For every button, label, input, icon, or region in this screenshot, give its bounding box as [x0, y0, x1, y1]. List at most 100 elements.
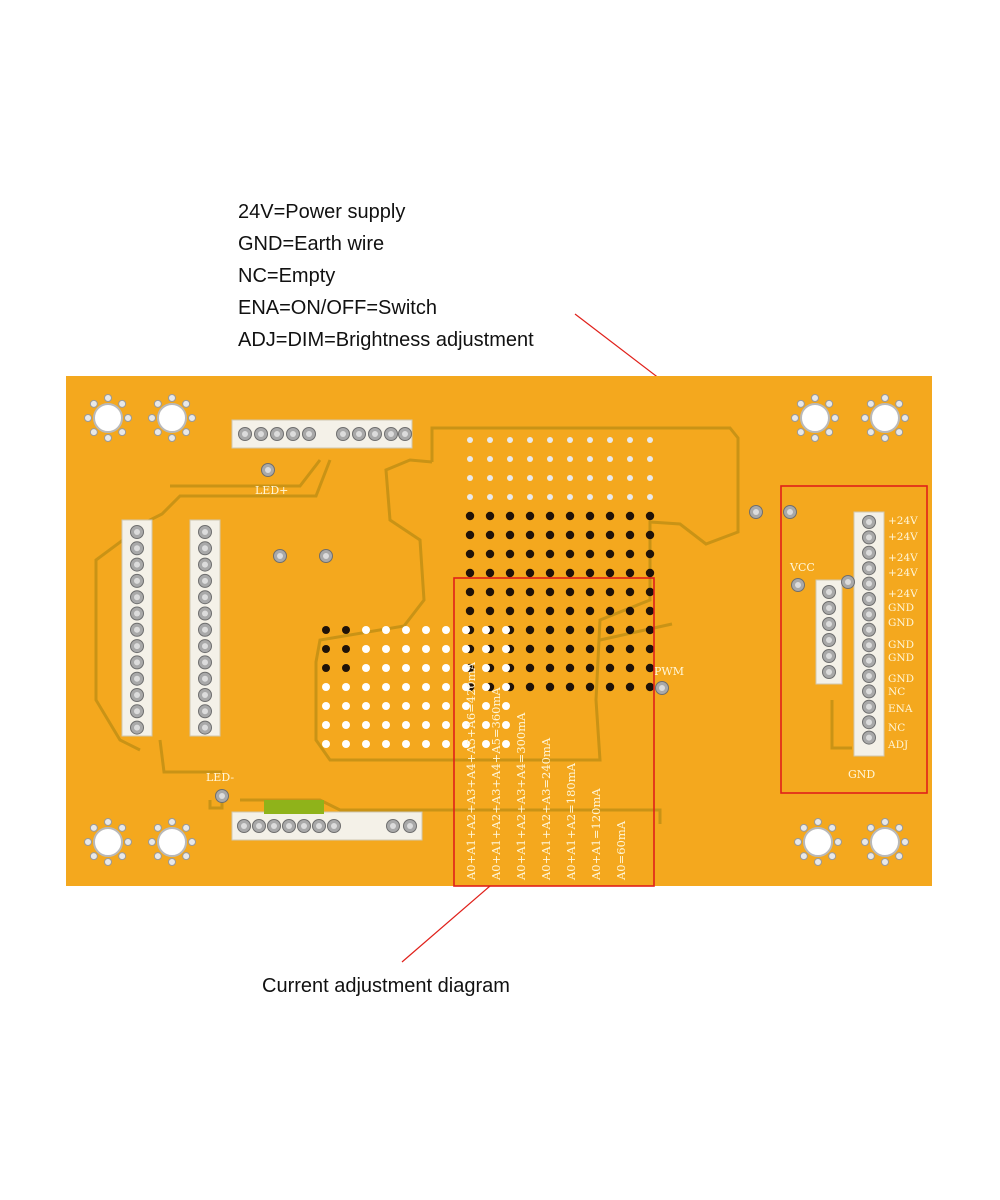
mounting-via — [118, 823, 127, 832]
mounting-via — [124, 414, 132, 422]
via-hole — [465, 568, 475, 578]
via-hole — [547, 494, 553, 500]
via-hole — [525, 568, 535, 578]
mounting-via — [84, 838, 92, 846]
via-hole — [442, 721, 450, 729]
pin-label: NC — [888, 722, 905, 734]
via-hole — [645, 549, 655, 559]
mounting-via — [148, 414, 156, 422]
via-hole — [322, 740, 330, 748]
green-pad — [264, 800, 324, 814]
via-hole — [442, 740, 450, 748]
mounting-via — [168, 434, 176, 442]
via-hole — [645, 663, 655, 673]
mounting-via — [188, 838, 196, 846]
header-pin-center — [866, 519, 872, 525]
via-hole — [645, 530, 655, 540]
current-table-highlight — [453, 577, 655, 887]
via-hole — [625, 606, 635, 616]
header-pin-center — [356, 431, 362, 437]
mounting-hole — [157, 403, 187, 433]
via-hole — [382, 626, 390, 634]
pin-label: GND — [888, 602, 914, 614]
legend: 24V=Power supply GND=Earth wire NC=Empty… — [238, 196, 534, 356]
mounting-via — [825, 428, 834, 437]
via-hole — [505, 568, 515, 578]
via-hole — [382, 683, 390, 691]
header-pin-center — [826, 589, 832, 595]
via-hole — [585, 663, 595, 673]
via-hole — [565, 530, 575, 540]
via-hole — [585, 568, 595, 578]
label-vcc: VCC — [789, 561, 815, 574]
via-hole — [625, 625, 635, 635]
via-hole — [505, 587, 515, 597]
mounting-via — [168, 818, 176, 826]
via-hole — [422, 626, 430, 634]
via-hole — [462, 721, 470, 729]
via-hole — [625, 663, 635, 673]
via-hole — [545, 663, 555, 673]
label-led-plus: LED+ — [255, 484, 288, 497]
legend-line-ena: ENA=ON/OFF=Switch — [238, 297, 437, 319]
header-pin-center — [866, 673, 872, 679]
via-hole — [565, 663, 575, 673]
legend-line-adj: ADJ=DIM=Brightness adjustment — [238, 329, 534, 351]
mounting-via — [881, 394, 889, 402]
via-hole — [625, 530, 635, 540]
header-pin-center — [202, 545, 208, 552]
via-hole — [507, 437, 513, 443]
via-hole — [362, 702, 370, 710]
via-hole — [507, 475, 513, 481]
via-hole — [545, 549, 555, 559]
mounting-hole — [93, 403, 123, 433]
via-hole — [585, 625, 595, 635]
header-pin-center — [290, 431, 296, 437]
via-hole — [362, 645, 370, 653]
via-hole — [585, 682, 595, 692]
via-hole — [567, 437, 573, 443]
via-hole — [402, 626, 410, 634]
via-hole — [625, 587, 635, 597]
header-pin-center — [134, 724, 140, 731]
via-hole — [462, 702, 470, 710]
pin-label: +24V — [888, 567, 918, 579]
via-hole — [482, 721, 490, 729]
current-row: A0+A1+A2+A3=240mA — [539, 737, 553, 881]
header-pin-center — [134, 708, 140, 715]
mounting-via — [168, 858, 176, 866]
via-hole — [565, 568, 575, 578]
mounting-via — [881, 858, 889, 866]
header-pin-center — [256, 823, 262, 829]
via-hole — [625, 644, 635, 654]
via-hole — [322, 702, 330, 710]
via-hole — [342, 721, 350, 729]
mounting-via — [153, 852, 162, 861]
via-hole — [342, 645, 350, 653]
via-hole — [482, 645, 490, 653]
header-pin-center — [388, 431, 394, 437]
mounting-holes — [84, 394, 909, 866]
via-hole — [525, 549, 535, 559]
header-pin-center — [134, 594, 140, 601]
via-hole — [442, 702, 450, 710]
header-pin-center — [134, 659, 140, 666]
legend-line-gnd: GND=Earth wire — [238, 233, 385, 255]
via-hole — [467, 456, 473, 462]
via-hole — [585, 587, 595, 597]
via-hole — [645, 587, 655, 597]
via-hole — [422, 664, 430, 672]
via-hole — [342, 683, 350, 691]
mounting-via — [828, 852, 837, 861]
header-pin-center — [202, 594, 208, 601]
mounting-via — [901, 414, 909, 422]
via-hole — [442, 683, 450, 691]
via-hole — [567, 475, 573, 481]
via-hole — [585, 644, 595, 654]
via-hole — [585, 606, 595, 616]
via-hole — [422, 721, 430, 729]
via-hole — [382, 740, 390, 748]
via-hole — [382, 702, 390, 710]
current-row: A0=60mA — [614, 820, 628, 881]
mounting-via — [796, 428, 805, 437]
